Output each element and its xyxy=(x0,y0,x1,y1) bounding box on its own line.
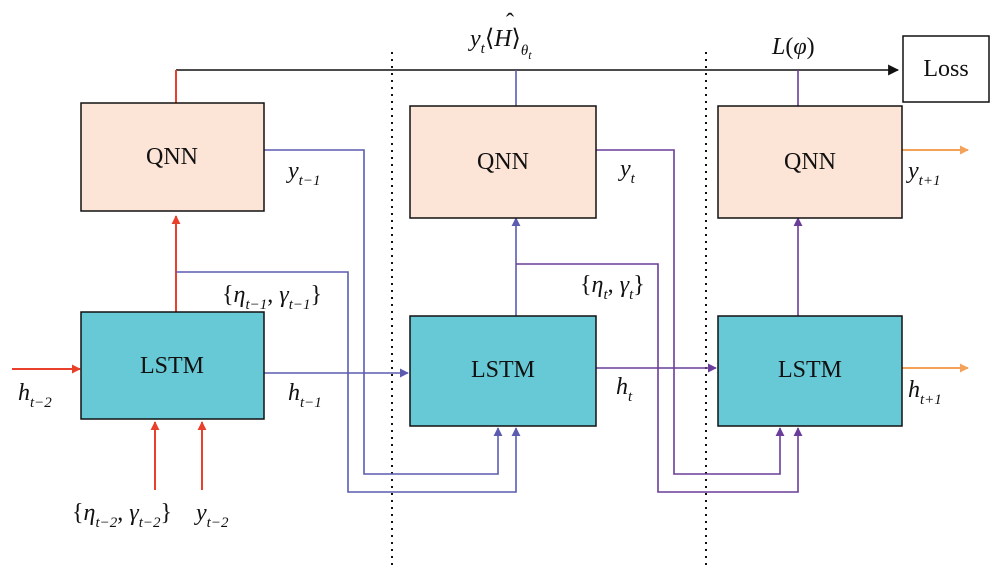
lstm-right-label: LSTM xyxy=(778,357,842,383)
loss-label: Loss xyxy=(923,56,968,82)
qnn-left-label: QNN xyxy=(146,144,198,170)
label-y-prev: yt−1 xyxy=(286,158,320,189)
svg-text:yt⟨H⟩θt: yt⟨H⟩θt xyxy=(468,26,532,62)
qnn-box-mid: QNN xyxy=(409,105,597,219)
params-t-to-lstm-right xyxy=(516,263,803,493)
loss-box: Loss xyxy=(902,35,990,103)
qnn-mid-label: QNN xyxy=(477,149,529,175)
hat-symbol: ˆ xyxy=(506,10,514,36)
y-t-to-lstm-right xyxy=(596,149,785,475)
lstm-box-right: LSTM xyxy=(717,315,903,427)
label-y-next: yt+1 xyxy=(906,158,940,189)
label-loss-fn: L(φ) xyxy=(771,34,815,60)
params-prev-to-lstm-mid xyxy=(176,271,521,493)
qnn-box-left: QNN xyxy=(80,102,265,212)
qnn-box-right: QNN xyxy=(717,105,903,219)
y-prev-to-lstm-mid xyxy=(264,149,503,475)
qnn-right-label: QNN xyxy=(784,149,836,175)
label-h-next: ht+1 xyxy=(908,377,942,408)
label-h-t: ht xyxy=(616,374,633,405)
label-params-prev: {ηt−1, γt−1} xyxy=(222,282,322,313)
lstm-mid-label: LSTM xyxy=(471,357,535,383)
label-h-prev: ht−1 xyxy=(288,380,322,411)
label-y-prev2: yt−2 xyxy=(194,500,229,531)
label-params-prev2: {ηt−2, γt−2} xyxy=(72,500,172,531)
lstm-box-left: LSTM xyxy=(80,311,265,420)
label-expectation: yt⟨H⟩θt ˆ xyxy=(468,10,532,62)
label-y-t: yt xyxy=(618,156,636,187)
lstm-left-label: LSTM xyxy=(140,353,204,379)
lstm-box-mid: LSTM xyxy=(409,315,597,427)
label-params-t: {ηt, γt} xyxy=(580,272,645,303)
label-h-prev2: ht−2 xyxy=(18,380,52,411)
